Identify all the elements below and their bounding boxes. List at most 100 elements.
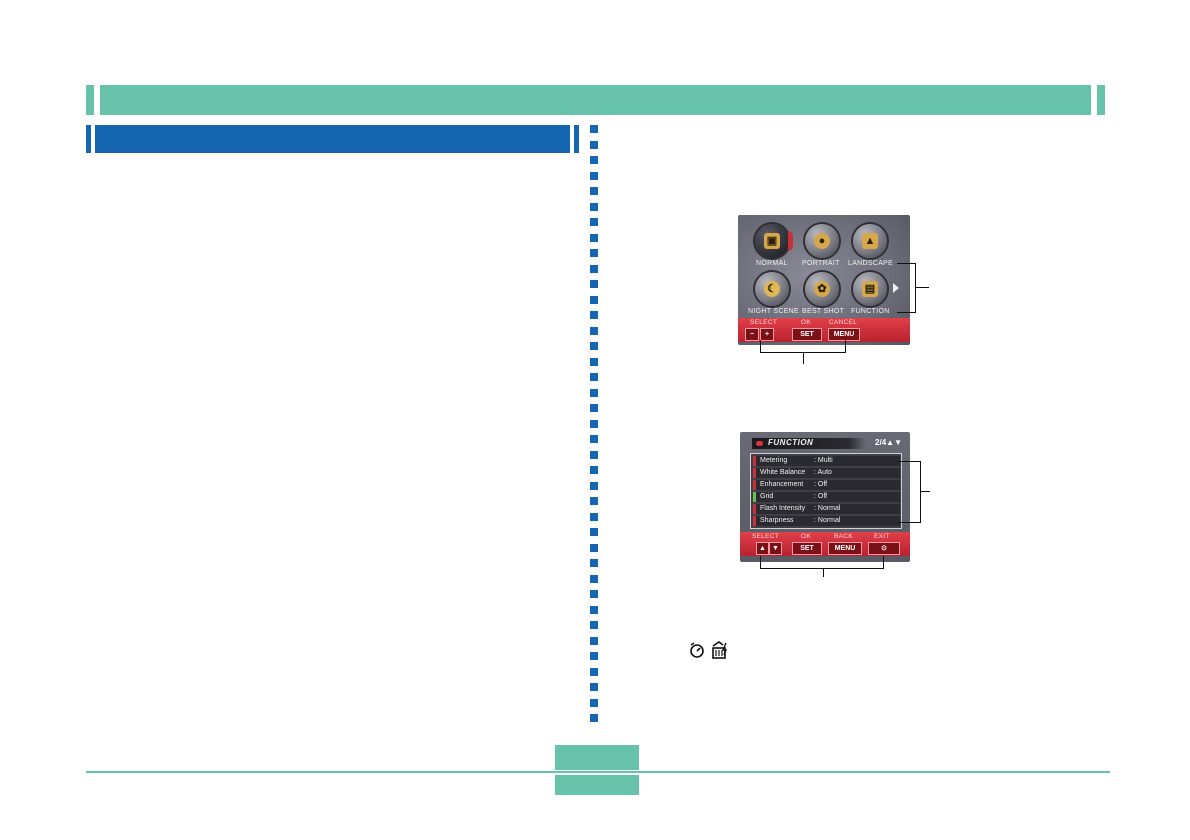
menu-tab-icon: [756, 441, 763, 446]
header-bar-body: [100, 85, 1091, 115]
setting-row-enhancement[interactable]: Enhancement : Off: [753, 480, 900, 490]
soft-key-bar: SELECT OK CANCEL − + SET MENU: [738, 318, 910, 342]
soft-keys-bracket-leader: [803, 352, 804, 364]
setting-name: Flash Intensity: [760, 505, 806, 512]
modes-bracket-leader: [915, 287, 929, 288]
setting-row-grid[interactable]: Grid : Off: [753, 492, 900, 502]
setting-row-metering[interactable]: Metering : Multi: [753, 456, 900, 466]
self-timer-icon: [690, 642, 704, 658]
page-indicator: 2/4▲▼: [875, 438, 902, 447]
divider-dot: [590, 171, 598, 180]
divider-dot: [590, 512, 598, 521]
divider-dot: [590, 140, 598, 149]
section-bar-left-cap: [86, 125, 91, 153]
function-menu-screen: FUNCTION 2/4▲▼ Metering : Multi White Ba…: [740, 432, 910, 562]
mode-select-screen: ▣ ● ▲ NORMAL PORTRAIT LANDSCAPE ☾ ✿ ▤ NI…: [738, 215, 910, 345]
plus-key[interactable]: +: [760, 328, 774, 341]
divider-dot: [590, 450, 598, 459]
menu-key[interactable]: MENU: [828, 328, 860, 341]
mode-normal-button[interactable]: ▣: [755, 224, 789, 258]
divider-dot: [590, 419, 598, 428]
mode-label: LANDSCAPE: [848, 260, 894, 267]
footer-page-tab-top: [555, 745, 639, 770]
menu-key[interactable]: MENU: [828, 542, 862, 555]
setting-name: Metering: [760, 457, 788, 464]
exit-key[interactable]: ⊙: [868, 542, 900, 555]
settings-bracket: [898, 461, 921, 523]
divider-dot: [590, 249, 598, 257]
settings-bracket-leader: [920, 491, 930, 492]
divider-dot: [590, 373, 598, 381]
divider-dot: [590, 683, 598, 691]
soft-label-ok: OK: [801, 319, 811, 326]
divider-dot: [590, 264, 598, 273]
divider-dot: [590, 435, 598, 443]
mode-portrait-button[interactable]: ●: [805, 224, 839, 258]
mode-best-shot-button[interactable]: ✿: [805, 272, 839, 306]
divider-dot: [590, 388, 598, 397]
setting-value: : Off: [814, 481, 828, 488]
soft-keys-bracket-leader: [823, 568, 824, 577]
setting-value: : Off: [814, 493, 828, 500]
footer-page-tab-bottom: [555, 775, 639, 795]
divider-dot: [590, 621, 598, 629]
section-bar-right-cap: [574, 125, 579, 153]
divider-dot: [590, 497, 598, 505]
setting-row-white-balance[interactable]: White Balance : Auto: [753, 468, 900, 478]
soft-keys-bracket: [760, 556, 884, 569]
selection-marker: [788, 231, 793, 251]
section-heading-bar: [86, 125, 579, 153]
down-key[interactable]: ▼: [769, 542, 782, 555]
divider-dot: [590, 202, 598, 211]
divider-dot: [590, 311, 598, 319]
divider-dot: [590, 636, 598, 645]
mode-label: PORTRAIT: [802, 260, 840, 267]
mode-label: BEST SHOT: [802, 308, 845, 315]
portrait-frame-icon: ▣: [764, 233, 780, 249]
mode-night-scene-button[interactable]: ☾: [755, 272, 789, 306]
mode-function-button[interactable]: ▤: [853, 272, 887, 306]
soft-key-bar: SELECT OK BACK EXIT ▲ ▼ SET MENU ⊙: [740, 532, 910, 556]
setting-name: Grid: [760, 493, 774, 500]
setting-value: : Multi: [814, 457, 833, 464]
modes-bracket: [897, 263, 916, 313]
divider-dot: [590, 280, 598, 288]
divider-dot: [590, 404, 598, 412]
setting-name: White Balance: [760, 469, 806, 476]
divider-dot: [590, 714, 598, 722]
set-key[interactable]: SET: [792, 328, 822, 341]
minus-key[interactable]: −: [745, 328, 759, 341]
mode-label: FUNCTION: [851, 308, 890, 315]
moon-star-icon: ☾: [764, 281, 780, 297]
column-divider: [590, 125, 598, 730]
divider-dot: [590, 295, 598, 304]
divider-dot: [590, 559, 598, 567]
setting-value: : Auto: [814, 469, 832, 476]
header-bar-right-cap: [1097, 85, 1105, 115]
divider-dot: [590, 357, 598, 366]
setting-row-sharpness[interactable]: Sharpness : Normal: [753, 516, 900, 526]
divider-dot: [590, 125, 598, 133]
mode-landscape-button[interactable]: ▲: [853, 224, 887, 258]
divider-dot: [590, 466, 598, 474]
footer-rule: [86, 771, 1110, 773]
setting-value: : Normal: [814, 517, 841, 524]
set-key[interactable]: SET: [792, 542, 822, 555]
up-key[interactable]: ▲: [756, 542, 769, 555]
mode-label: NIGHT SCENE: [748, 308, 800, 315]
soft-label-ok: OK: [801, 533, 811, 540]
divider-dot: [590, 574, 598, 583]
function-menu-title: FUNCTION: [768, 438, 814, 447]
setting-value: : Normal: [814, 505, 841, 512]
mountain-icon: ▲: [862, 233, 878, 249]
divider-dot: [590, 590, 598, 598]
setting-name: Sharpness: [760, 517, 794, 524]
next-page-arrow-icon[interactable]: [893, 283, 899, 293]
portrait-head-icon: ●: [814, 233, 830, 249]
setting-row-flash-intensity[interactable]: Flash Intensity : Normal: [753, 504, 900, 514]
divider-dot: [590, 156, 598, 164]
divider-dot: [590, 528, 598, 536]
divider-dot: [590, 481, 598, 490]
section-bar-body: [95, 125, 570, 153]
divider-dot: [590, 698, 598, 707]
